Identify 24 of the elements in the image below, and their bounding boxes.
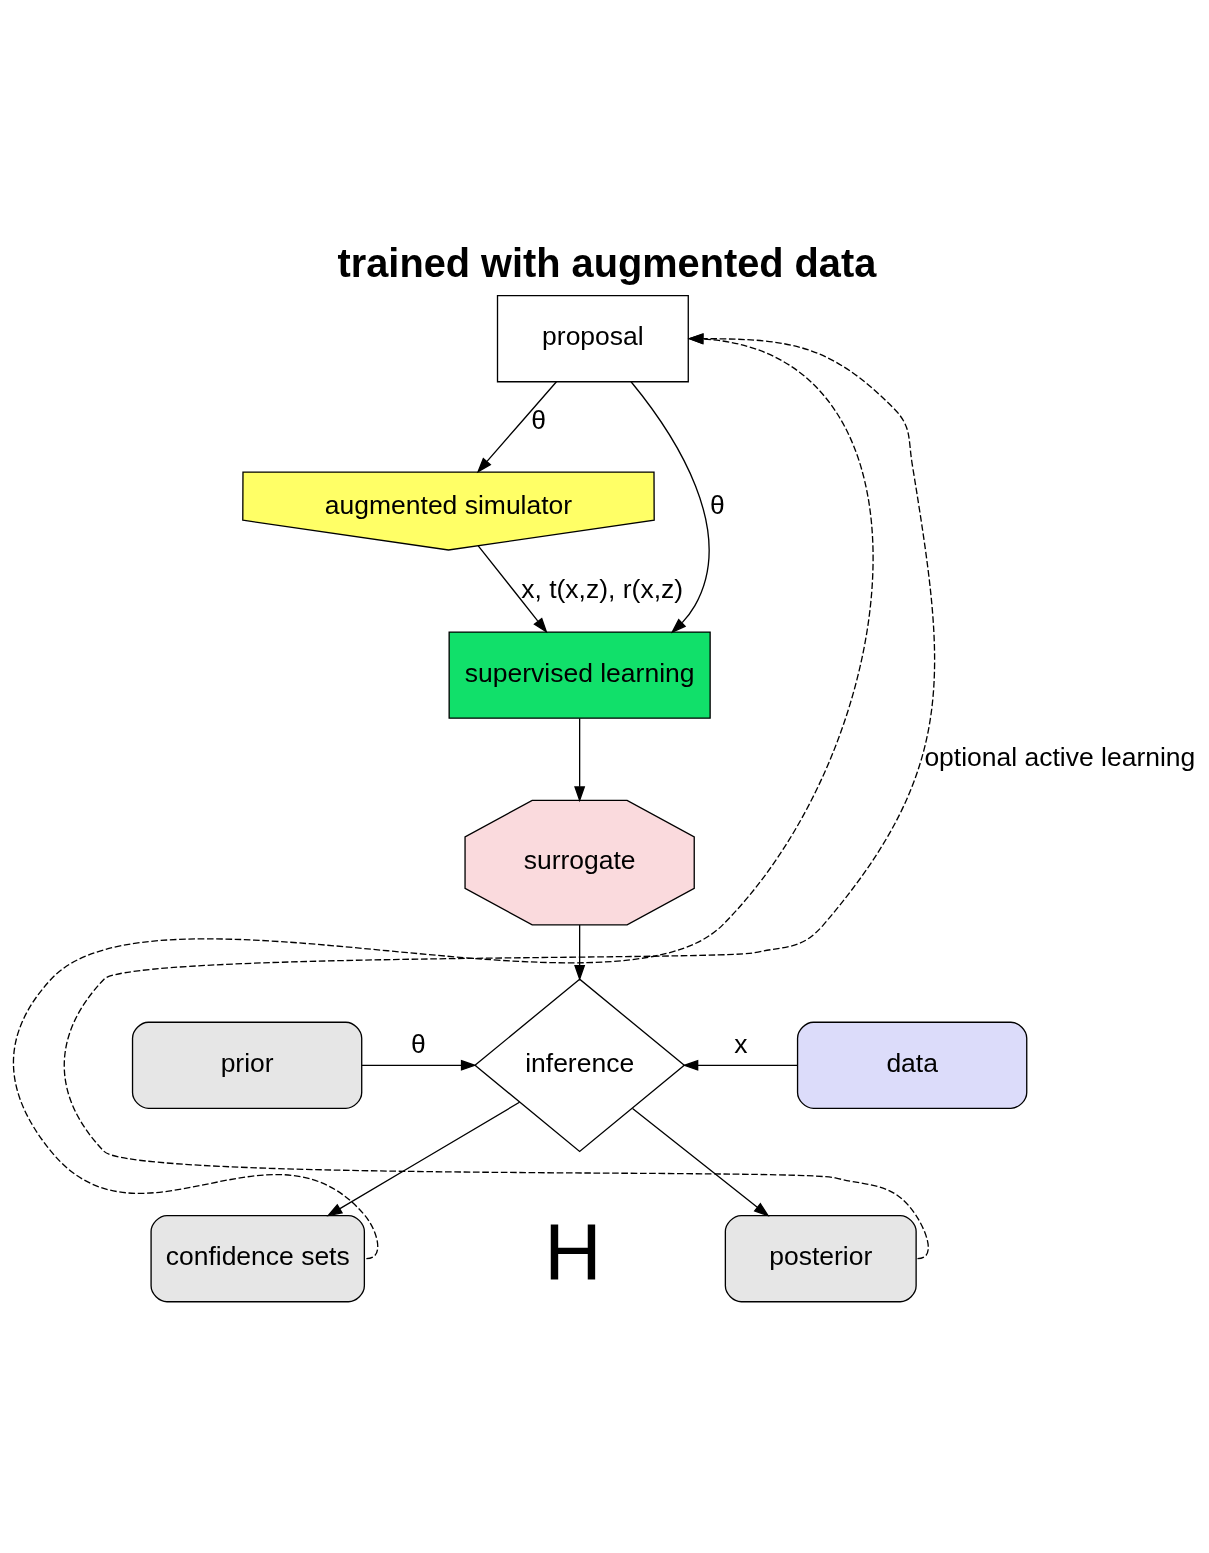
diagram-title: trained with augmented data [337, 241, 877, 286]
arrow [477, 545, 548, 634]
edge-label: optional active learning [924, 741, 1196, 772]
node-box: prior [131, 1021, 363, 1109]
arrow [574, 717, 586, 803]
arrow [326, 1101, 521, 1217]
node-box: data [796, 1021, 1028, 1109]
edge-label: θ [710, 489, 725, 520]
node-diamond: inference [473, 978, 686, 1153]
edge-label: x [734, 1029, 748, 1060]
node-box: supervised learning [448, 631, 711, 719]
edge-label: x, t(x,z), r(x,z) [521, 573, 684, 604]
node-box: proposal [496, 294, 689, 383]
arrow [630, 381, 710, 634]
arrow [682, 1059, 799, 1071]
edge-label: θ [531, 405, 546, 436]
label: H [544, 1206, 602, 1296]
arrow [361, 1059, 477, 1071]
node-box: confidence sets [150, 1215, 366, 1303]
edge-label: θ [410, 1029, 426, 1060]
node-box: posterior [724, 1215, 917, 1303]
arrow [631, 1107, 770, 1217]
arrow [574, 924, 586, 981]
arrow [476, 381, 558, 474]
